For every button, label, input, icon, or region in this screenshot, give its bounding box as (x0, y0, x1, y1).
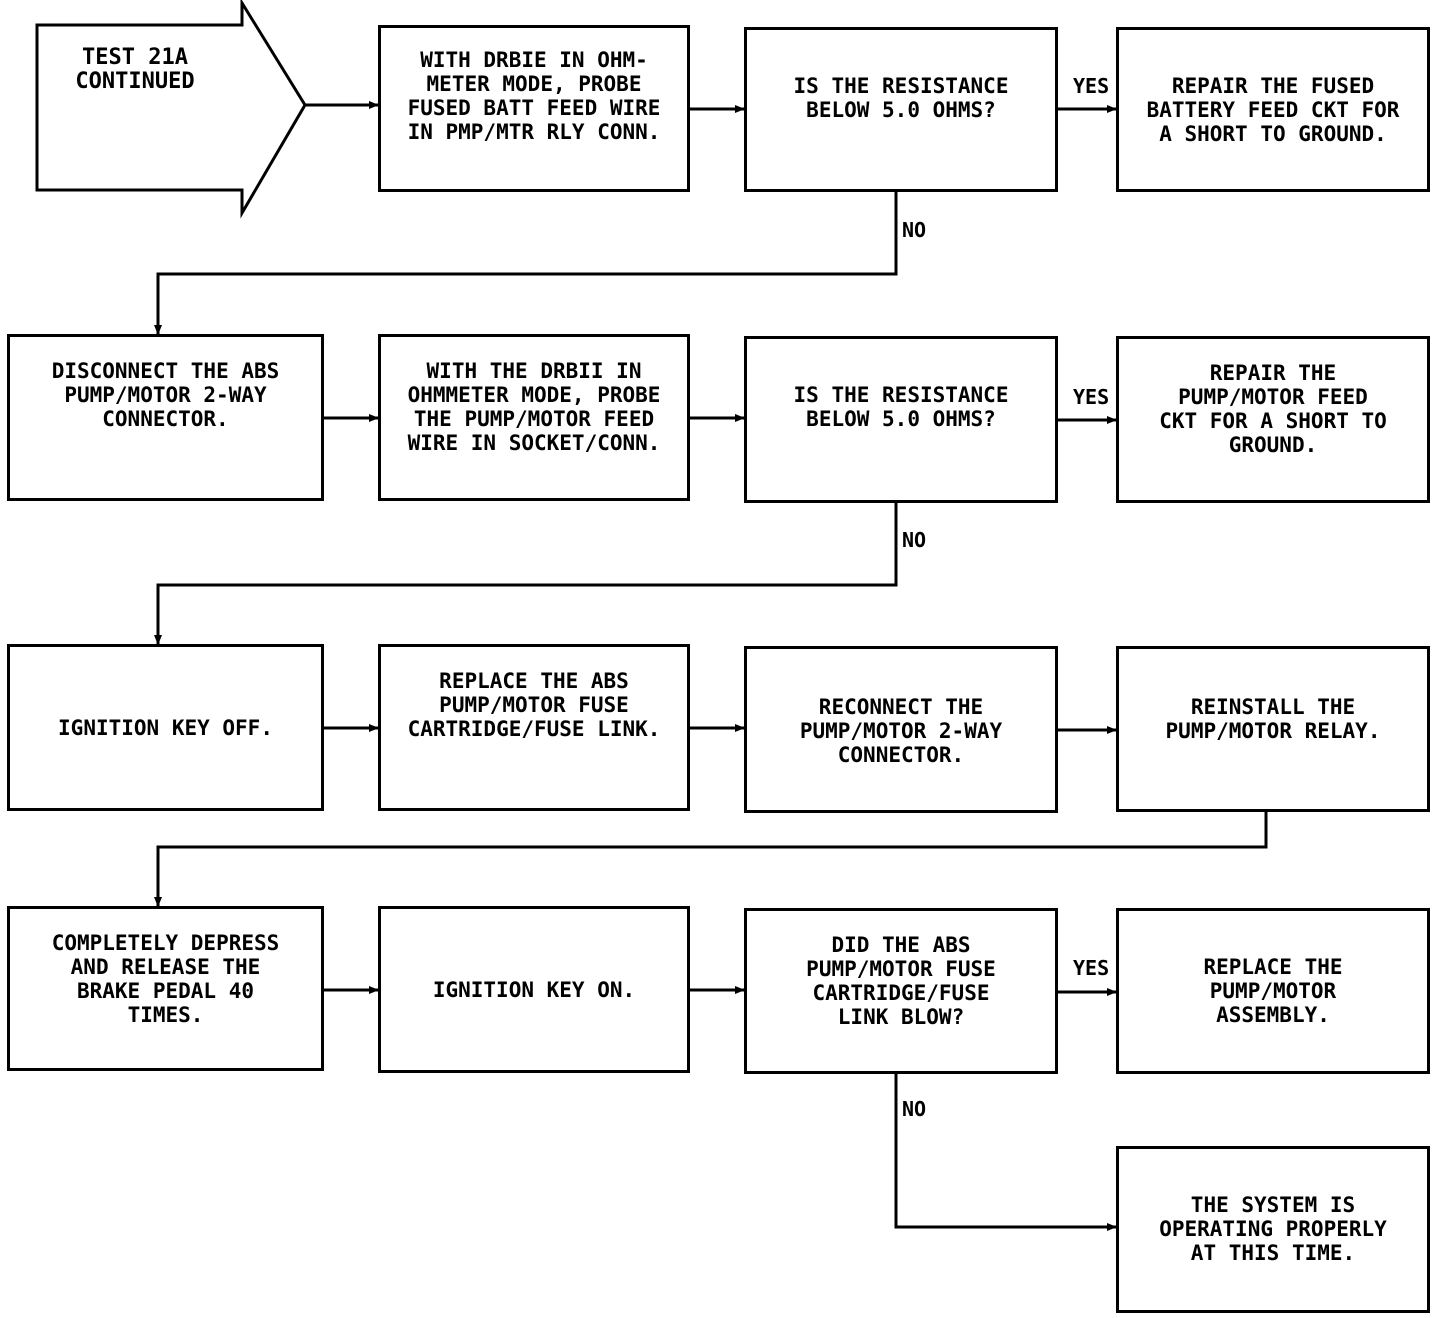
start-arrow-shape (35, 0, 307, 219)
connector-r3c4-to-r4c1 (154, 812, 1268, 907)
step-ignition-key-off: IGNITION KEY OFF. (7, 644, 324, 811)
connector-r1-no-to-r2c1 (154, 192, 898, 335)
no-label-2: NO (902, 528, 927, 552)
no-label-3: NO (902, 1097, 927, 1121)
connector-r4-no-to-r5c4 (894, 1074, 1117, 1231)
step-probe-fused-batt-feed: WITH DRBIE IN OHM- METER MODE, PROBE FUS… (378, 25, 690, 192)
result-repair-pump-motor-feed: REPAIR THE PUMP/MOTOR FEED CKT FOR A SHO… (1116, 336, 1430, 503)
decision-fuse-blow: DID THE ABS PUMP/MOTOR FUSE CARTRIDGE/FU… (744, 908, 1058, 1074)
step-reinstall-relay: REINSTALL THE PUMP/MOTOR RELAY. (1116, 646, 1430, 812)
step-depress-brake: COMPLETELY DEPRESS AND RELEASE THE BRAKE… (7, 906, 324, 1071)
start-label: TEST 21A CONTINUED (75, 45, 195, 94)
step-ignition-key-on: IGNITION KEY ON. (378, 906, 690, 1073)
result-repair-fused-batt-feed: REPAIR THE FUSED BATTERY FEED CKT FOR A … (1116, 27, 1430, 192)
yes-label-1: YES (1073, 74, 1110, 98)
step-replace-fuse: REPLACE THE ABS PUMP/MOTOR FUSE CARTRIDG… (378, 644, 690, 811)
yes-label-3: YES (1073, 956, 1110, 980)
connector-r2-no-to-r3c1 (154, 503, 898, 645)
step-probe-pump-motor-feed: WITH THE DRBII IN OHMMETER MODE, PROBE T… (378, 334, 690, 501)
step-disconnect-connector: DISCONNECT THE ABS PUMP/MOTOR 2-WAY CONN… (7, 334, 324, 501)
no-label-1: NO (902, 218, 927, 242)
decision-resistance-2: IS THE RESISTANCE BELOW 5.0 OHMS? (744, 336, 1058, 503)
decision-resistance-1: IS THE RESISTANCE BELOW 5.0 OHMS? (744, 27, 1058, 192)
step-reconnect-connector: RECONNECT THE PUMP/MOTOR 2-WAY CONNECTOR… (744, 646, 1058, 813)
result-replace-pump-motor: REPLACE THE PUMP/MOTOR ASSEMBLY. (1116, 908, 1430, 1074)
result-system-operating: THE SYSTEM IS OPERATING PROPERLY AT THIS… (1116, 1146, 1430, 1313)
yes-label-2: YES (1073, 385, 1110, 409)
